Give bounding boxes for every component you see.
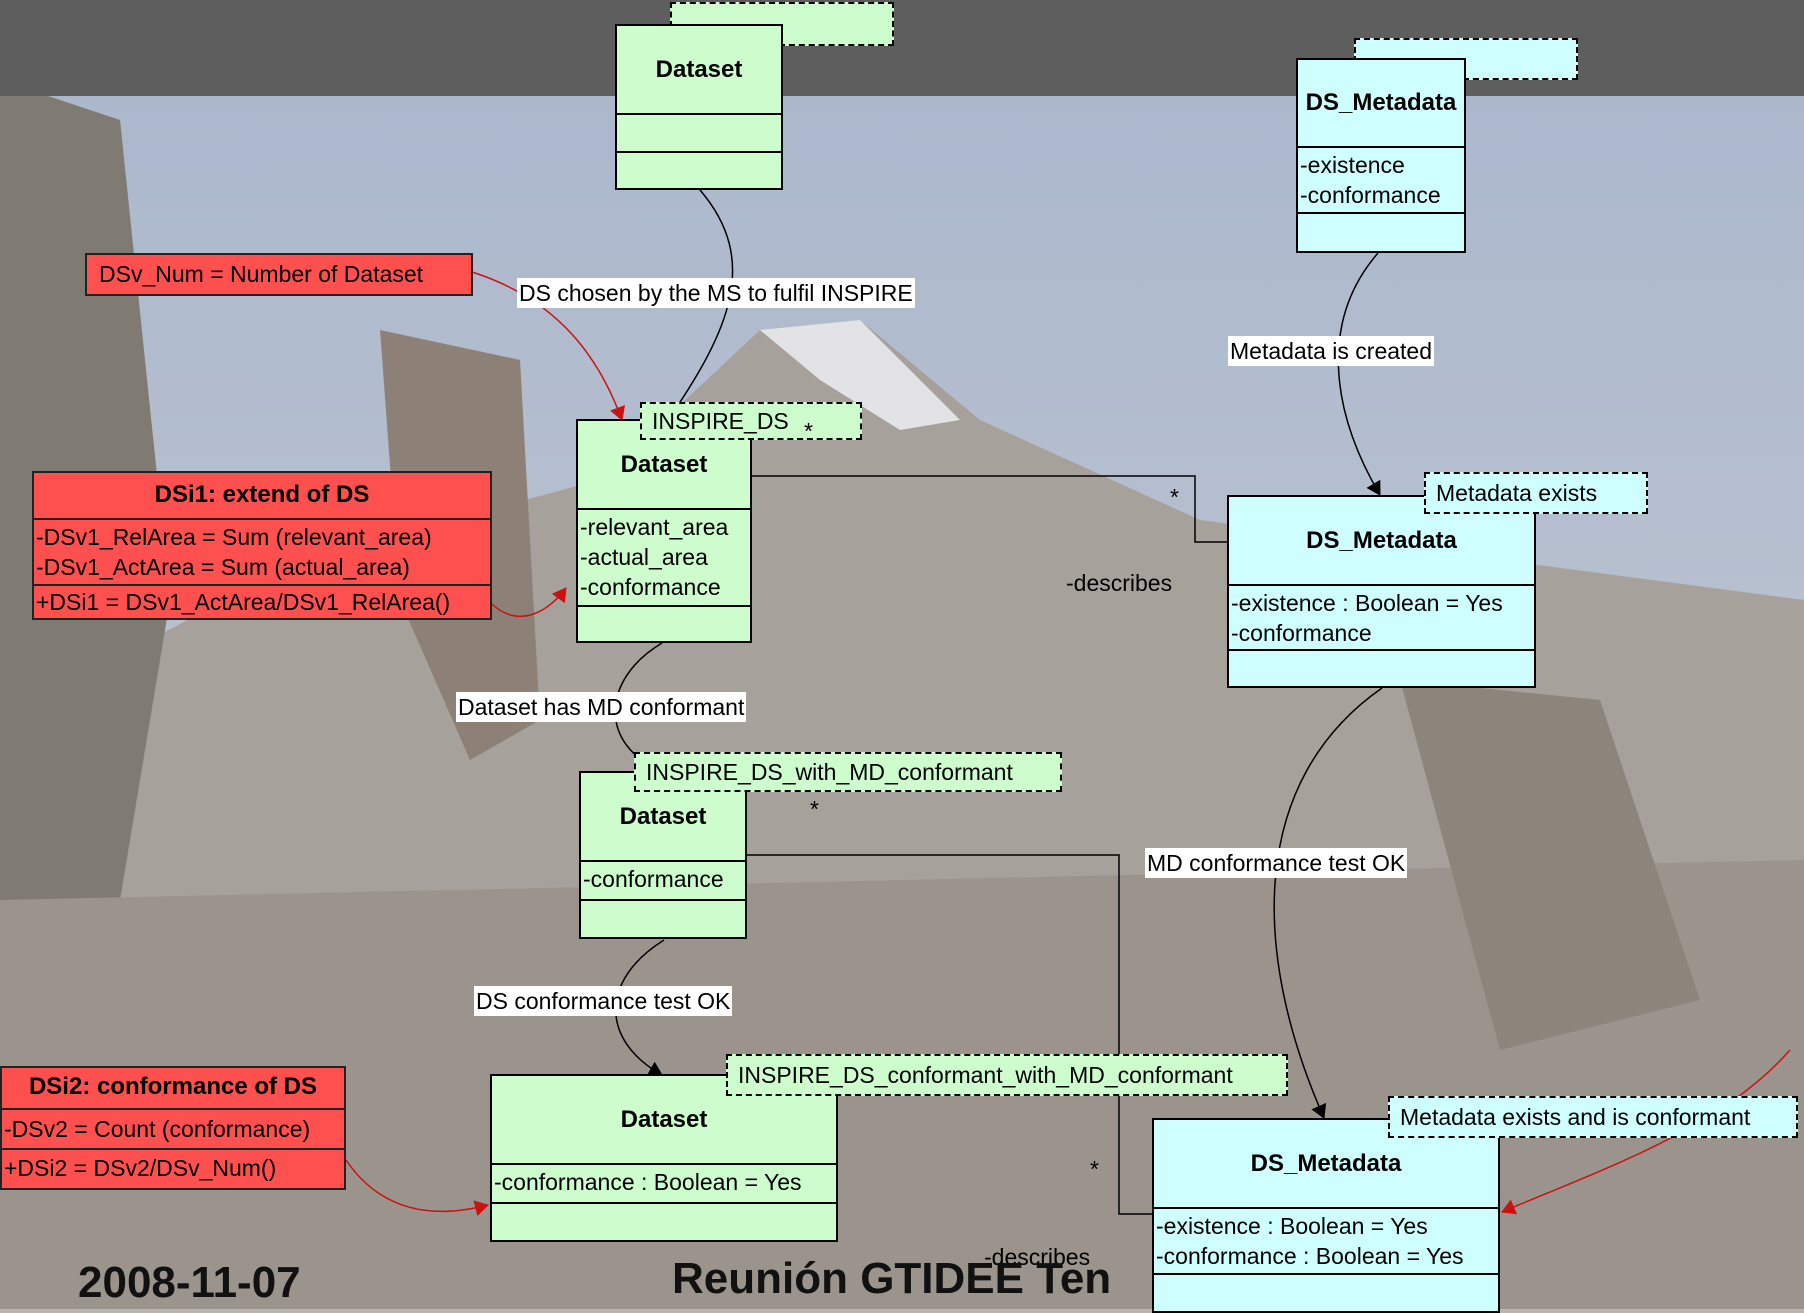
attribute: -conformance bbox=[580, 574, 721, 600]
multiplicity: * bbox=[1090, 1156, 1099, 1182]
note-arrow-dsv-num bbox=[471, 271, 626, 421]
multiplicity: * bbox=[804, 418, 813, 444]
stereotype-metadata-exists: Metadata exists bbox=[1424, 472, 1648, 514]
note-title: DSi1: extend of DS bbox=[34, 473, 490, 520]
attribute: -relevant_area bbox=[580, 514, 729, 540]
attribute-compartment: -conformance : Boolean = Yes bbox=[492, 1165, 836, 1204]
class-name: DS_Metadata bbox=[1229, 497, 1534, 586]
class-dataset-md-conformant[interactable]: Dataset -conformance bbox=[579, 771, 747, 939]
attribute: -conformance : Boolean = Yes bbox=[494, 1169, 802, 1195]
stereotype-conformant: INSPIRE_DS_conformant_with_MD_conformant bbox=[726, 1054, 1288, 1096]
attribute: -conformance bbox=[583, 866, 724, 892]
association-role-describes: -describes bbox=[984, 1244, 1091, 1270]
attribute-compartment: -existence : Boolean = Yes -conformance … bbox=[1154, 1209, 1498, 1275]
note-row: -DSv2 = Count (conformance) bbox=[2, 1110, 344, 1150]
class-name: Dataset bbox=[492, 1076, 836, 1165]
association-role-describes: -describes bbox=[1066, 570, 1173, 596]
note-arrow-dsi1 bbox=[491, 587, 567, 617]
note-variables: -DSv1_RelArea = Sum (relevant_area) -DSv… bbox=[34, 520, 490, 586]
class-ds-metadata-exists[interactable]: DS_Metadata -existence : Boolean = Yes -… bbox=[1227, 495, 1536, 688]
stereotype-inspire-ds: INSPIRE_DS bbox=[640, 402, 862, 440]
class-dataset-conformant[interactable]: Dataset -conformance : Boolean = Yes bbox=[490, 1074, 838, 1242]
note-dsi2: DSi2: conformance of DS -DSv2 = Count (c… bbox=[0, 1066, 346, 1190]
class-name: Dataset bbox=[617, 26, 781, 115]
attribute: -conformance bbox=[1300, 182, 1441, 208]
footer-date: 2008-11-07 bbox=[78, 1258, 301, 1307]
class-name: Dataset bbox=[578, 421, 750, 510]
association-describes-2 bbox=[746, 854, 1152, 1215]
note-arrow-right bbox=[1501, 1049, 1791, 1215]
note-dsi1: DSi1: extend of DS -DSv1_RelArea = Sum (… bbox=[32, 471, 492, 620]
attribute: -existence : Boolean = Yes bbox=[1156, 1213, 1428, 1239]
multiplicity: * bbox=[810, 796, 819, 822]
note-dsv-num: DSv_Num = Number of Dataset bbox=[85, 253, 473, 296]
multiplicity: * bbox=[1170, 484, 1179, 510]
note-row: +DSi1 = DSv1_ActArea/DSv1_RelArea() bbox=[36, 589, 451, 615]
attribute-compartment: -existence : Boolean = Yes -conformance bbox=[1229, 586, 1534, 651]
transition-md-created bbox=[1337, 252, 1381, 496]
note-title: DSi2: conformance of DS bbox=[2, 1068, 344, 1110]
note-row: -DSv1_RelArea = Sum (relevant_area) bbox=[36, 524, 432, 550]
transition-label-md-created: Metadata is created bbox=[1228, 336, 1435, 366]
class-name: DS_Metadata bbox=[1154, 1120, 1498, 1209]
attribute: -conformance : Boolean = Yes bbox=[1156, 1243, 1464, 1269]
transition-label-ds-test: DS conformance test OK bbox=[474, 986, 733, 1016]
class-name: Dataset bbox=[581, 773, 745, 862]
transition-label-chosen: DS chosen by the MS to fulfil INSPIRE bbox=[517, 278, 915, 308]
transition-label-md-test: MD conformance test OK bbox=[1145, 848, 1408, 878]
association-describes-1 bbox=[750, 475, 1228, 543]
attribute-compartment: -existence -conformance bbox=[1298, 148, 1464, 214]
attribute: -existence : Boolean = Yes bbox=[1231, 590, 1503, 616]
note-arrow-dsi2 bbox=[345, 1159, 489, 1216]
class-ds-metadata-top[interactable]: DS_Metadata -existence -conformance bbox=[1296, 58, 1466, 253]
attribute-compartment: -conformance bbox=[581, 862, 745, 901]
class-dataset-top[interactable]: Dataset bbox=[615, 24, 783, 190]
class-dataset-inspire-ds[interactable]: Dataset -relevant_area -actual_area -con… bbox=[576, 419, 752, 643]
note-row: +DSi2 = DSv2/DSv_Num() bbox=[4, 1155, 277, 1181]
footer-meeting-title: Reunión GTIDEE Ten bbox=[672, 1254, 1112, 1303]
transition-md-test bbox=[1273, 687, 1383, 1119]
class-ds-metadata-conformant[interactable]: DS_Metadata -existence : Boolean = Yes -… bbox=[1152, 1118, 1500, 1313]
attribute-compartment: -relevant_area -actual_area -conformance bbox=[578, 510, 750, 607]
transition-label-has-md: Dataset has MD conformant bbox=[456, 692, 747, 722]
class-name: DS_Metadata bbox=[1298, 60, 1464, 148]
attribute: -actual_area bbox=[580, 544, 708, 570]
attribute: -existence bbox=[1300, 152, 1405, 178]
attribute: -conformance bbox=[1231, 620, 1372, 646]
stereotype-md-conformant: INSPIRE_DS_with_MD_conformant bbox=[634, 752, 1062, 792]
stereotype-metadata-conformant: Metadata exists and is conformant bbox=[1388, 1096, 1798, 1138]
note-row: -DSv1_ActArea = Sum (actual_area) bbox=[36, 554, 410, 580]
attribute-compartment bbox=[617, 115, 781, 153]
